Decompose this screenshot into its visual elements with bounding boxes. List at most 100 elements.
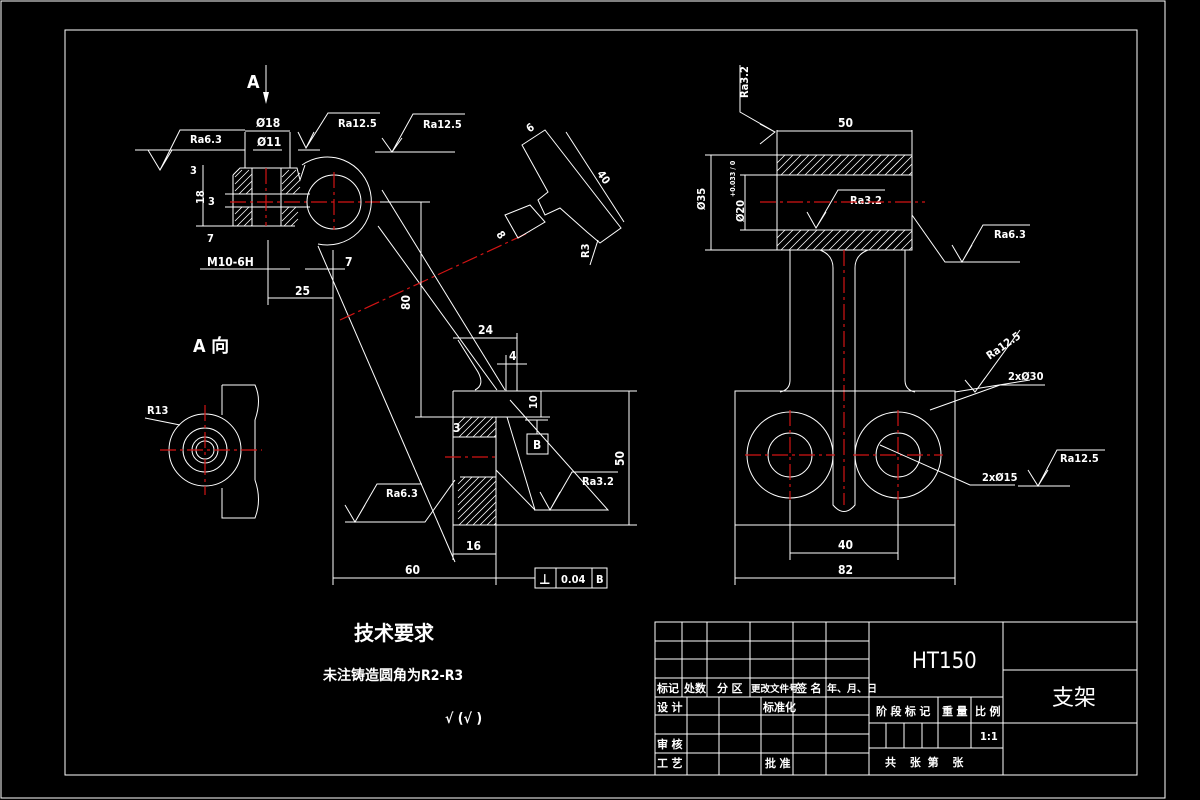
dim-r13: R13 xyxy=(147,404,169,417)
hatch-line xyxy=(876,154,898,176)
hatch-line xyxy=(281,169,297,185)
roughness-ra125-a: Ra12.5 xyxy=(338,117,377,130)
roughness-icon xyxy=(509,399,618,512)
dim-h50: 50 xyxy=(613,451,627,466)
hatch-line xyxy=(457,416,466,425)
hatch-line xyxy=(283,211,299,227)
roughness-ra125-holes: Ra12.5 xyxy=(1060,452,1099,465)
boss-outline xyxy=(232,164,306,182)
hatch-line xyxy=(234,169,250,185)
hatch-line xyxy=(780,229,802,251)
base-rib xyxy=(506,416,536,511)
hatch-line xyxy=(844,154,866,176)
dim-w82: 82 xyxy=(838,563,853,577)
dim-d20: Ø20 xyxy=(734,200,747,222)
standardization-label: 标准化 xyxy=(762,700,796,714)
title-block: HT150 支架 标记 处数 分 区 更改文件号 签 名 年、月、日 设 计 标… xyxy=(654,621,1138,776)
dim-r3: R3 xyxy=(579,243,592,258)
hatch-line xyxy=(860,154,882,176)
hatch-line xyxy=(868,154,890,176)
roughness-icon xyxy=(954,329,1031,393)
hatch-line xyxy=(465,416,487,438)
stem-slot xyxy=(819,249,869,512)
tech-req-note: 未注铸造圆角为R2-R3 xyxy=(323,667,463,684)
dim-w8: 8 xyxy=(493,229,508,242)
technical-requirements: 技术要求 未注铸造圆角为R2-R3 √ (√ ) xyxy=(323,621,482,727)
header-signature: 签 名 xyxy=(795,681,821,695)
hatch-line xyxy=(820,154,842,176)
roughness-ra32-right-top: Ra3.2 xyxy=(738,66,751,98)
dim-h7-left: 7 xyxy=(207,232,214,245)
scale-value: 1:1 xyxy=(980,730,998,743)
hatch-line xyxy=(486,515,497,526)
process-label: 工 艺 xyxy=(657,756,682,770)
hatch-line xyxy=(243,217,253,227)
sheets-label: 共 张 第 张 xyxy=(885,755,964,769)
roughness-icon xyxy=(135,129,245,171)
hatch-line xyxy=(900,163,913,176)
tech-req-title: 技术要求 xyxy=(354,621,435,645)
hatch-line xyxy=(457,476,487,506)
r13-leader xyxy=(144,417,181,426)
hatch-line xyxy=(457,476,473,492)
hatch-line xyxy=(236,210,253,227)
hatch-line xyxy=(788,229,810,251)
dim-w25: 25 xyxy=(295,284,310,298)
hatch-line xyxy=(812,229,834,251)
dim-w40-rib: 40 xyxy=(594,168,613,187)
holes30-leader xyxy=(929,384,1045,411)
hatch-line xyxy=(238,180,253,195)
hatch-line xyxy=(876,229,898,251)
roughness-ra63-right: Ra6.3 xyxy=(994,228,1026,241)
dim-h3-base: 3 xyxy=(453,421,461,435)
dim-d18: Ø18 xyxy=(256,116,280,130)
hatch-line xyxy=(852,229,874,251)
hatch-line xyxy=(245,187,253,195)
weight-label: 重 量 xyxy=(942,704,967,718)
hatch-line xyxy=(458,416,480,438)
datum-box xyxy=(526,433,549,455)
hatch-line xyxy=(285,179,301,195)
roughness-icon xyxy=(739,65,776,145)
dim-holes30: 2xØ30 xyxy=(1008,370,1044,383)
roughness-ra125-b: Ra12.5 xyxy=(423,118,462,131)
hatch-line xyxy=(796,154,818,176)
hatch-line xyxy=(852,154,874,176)
header-zone: 分 区 xyxy=(717,681,742,695)
dim-w50: 50 xyxy=(838,116,853,130)
hatch-line xyxy=(281,169,290,178)
hatch-line xyxy=(892,155,913,176)
hatch-line xyxy=(788,154,810,176)
dim-holes15: 2xØ15 xyxy=(982,471,1018,484)
hatch-line xyxy=(234,206,250,222)
dim-w60: 60 xyxy=(405,563,420,577)
hatch-line xyxy=(884,229,906,251)
roughness-icon xyxy=(1018,449,1105,487)
hatch-line xyxy=(472,501,497,526)
roughness-icon xyxy=(344,479,456,523)
rib-section-neck xyxy=(504,204,546,239)
view-arrow-label: A xyxy=(247,72,260,93)
roughness-ra32-bore: Ra3.2 xyxy=(850,194,882,207)
roughness-ra125-stem: Ra12.5 xyxy=(984,329,1023,362)
dim-d35: Ø35 xyxy=(695,188,708,210)
dim-h3-top: 3 xyxy=(190,164,197,177)
dim-w24: 24 xyxy=(478,323,494,337)
holes15-leader xyxy=(879,444,1015,486)
roughness-icon xyxy=(806,189,885,229)
hatch-line xyxy=(292,186,301,195)
front-dimensions: Ø18 Ø11 18 3 3 7 M10-6H 7 25 80 24 4 10 … xyxy=(190,116,630,585)
dim-thread: M10-6H xyxy=(207,255,254,269)
hatch-line xyxy=(472,416,494,438)
arm-rib xyxy=(457,339,482,391)
arm-edge xyxy=(317,245,456,563)
hatch-line xyxy=(281,206,297,222)
hatch-line xyxy=(281,172,301,192)
roughness-icon xyxy=(375,113,465,153)
hatch-line xyxy=(457,480,497,520)
hatch-line xyxy=(234,206,243,215)
roughness-ra63-base: Ra6.3 xyxy=(386,487,418,500)
hatch-line xyxy=(479,508,497,526)
header-count: 处数 xyxy=(683,681,707,695)
tolerance-datum: B xyxy=(596,573,604,586)
